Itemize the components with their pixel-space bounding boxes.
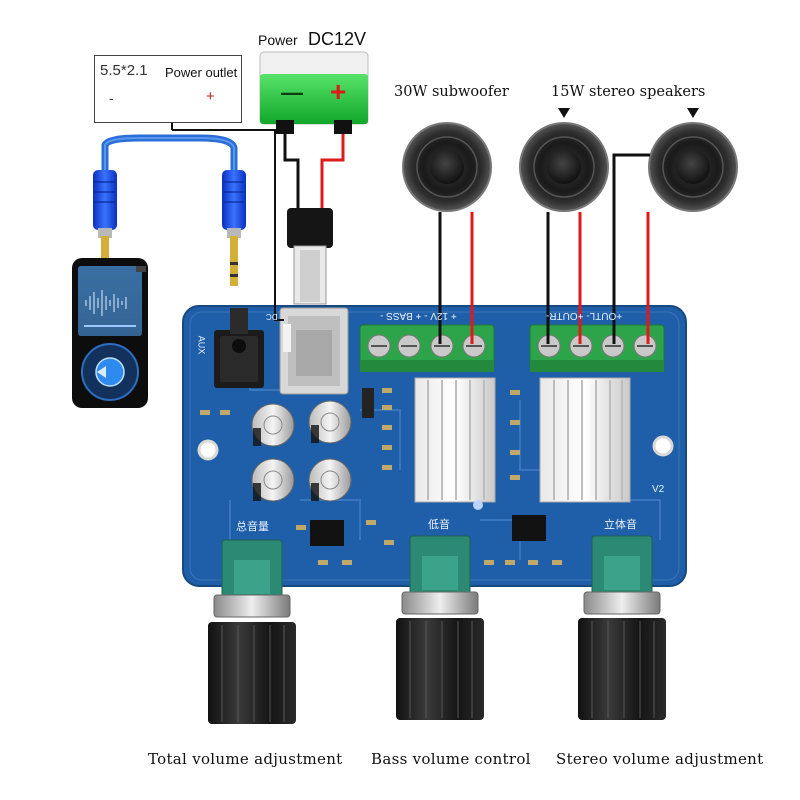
outlet-size: 5.5*2.1 [100, 62, 148, 79]
caption-stereo-volume: Stereo volume adjustment [556, 750, 764, 768]
caption-total-volume: Total volume adjustment [148, 750, 343, 768]
mounting-hole [197, 439, 219, 461]
speaker-subwoofer [402, 122, 492, 212]
power-outlet-box: 5.5*2.1 Power outlet - + [94, 55, 242, 123]
heatsink-stereo [539, 377, 631, 503]
led-indicator [473, 500, 483, 510]
speaker-right [648, 122, 738, 212]
terminal-label-left: + 12V - + BASS - [380, 310, 457, 321]
knob-stereo-volume [578, 535, 666, 720]
aux-cable [93, 134, 246, 286]
mounting-hole [652, 435, 674, 457]
power-cable [283, 134, 345, 305]
dc-jack [279, 307, 349, 395]
capacitors [251, 400, 352, 502]
speaker-wires [438, 153, 650, 344]
battery-minus: — [281, 80, 303, 105]
stereo-speakers-label: 15W stereo speakers [551, 84, 706, 100]
power-label: Power [258, 32, 298, 48]
aux-jack [214, 308, 264, 388]
arrow-down-icon [558, 108, 570, 118]
dc-silk: DC [266, 312, 278, 321]
music-player [72, 258, 148, 408]
board-version: V2 [652, 484, 665, 495]
knob-stereo-silk: 立体音 [604, 519, 637, 531]
subwoofer-label: 30W subwoofer [394, 84, 509, 100]
battery-plus: + [330, 76, 347, 107]
knob-total-volume [208, 539, 296, 724]
arrow-down-icon [687, 108, 699, 118]
terminal-label-right: +OUTL- +OUTR- [546, 310, 623, 321]
outlet-minus: - [109, 90, 114, 106]
knob-bass-volume [396, 535, 484, 720]
outlet-plus: + [206, 88, 215, 105]
speaker-left [519, 122, 609, 212]
terminal-block-power-bass [359, 324, 495, 372]
aux-silk: AUX [196, 335, 207, 355]
knob-total-silk: 总音量 [236, 521, 269, 533]
power-voltage: DC12V [308, 29, 367, 49]
battery-dc12v [259, 51, 369, 134]
ic-chips [200, 388, 562, 565]
outlet-label: Power outlet [165, 65, 238, 80]
caption-bass-volume: Bass volume control [371, 750, 531, 768]
terminal-block-stereo-out [529, 324, 665, 372]
knob-bass-silk: 低音 [428, 519, 450, 531]
heatsink-bass [414, 377, 496, 503]
